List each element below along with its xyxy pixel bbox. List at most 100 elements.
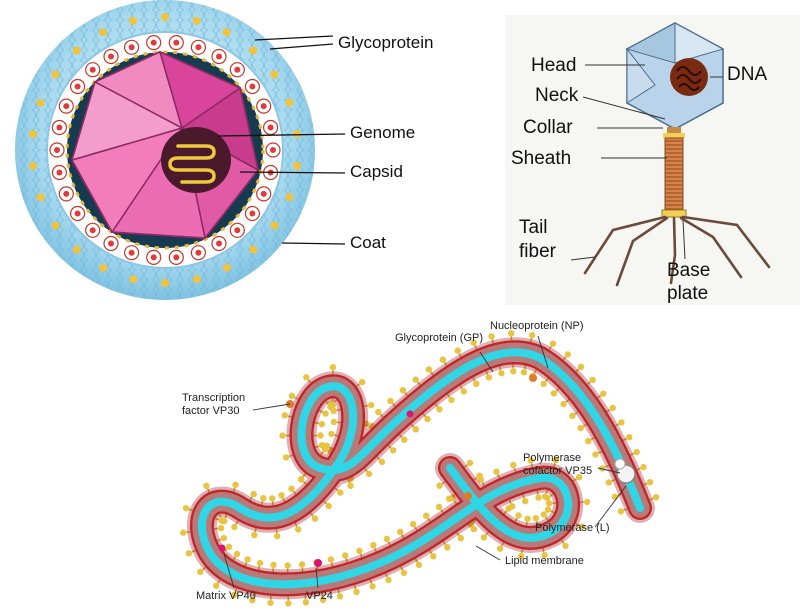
label-lipid-membrane: Lipid membrane — [505, 555, 584, 568]
gp-spike — [413, 376, 419, 382]
gp-spike — [366, 471, 372, 477]
label-base-plate-line2: plate — [667, 283, 708, 305]
gp-spike — [231, 524, 237, 530]
gp-spike — [322, 410, 328, 416]
gp-spike — [295, 526, 301, 532]
surface-spike — [99, 264, 107, 272]
label-nucleoprotein-np: Nucleoprotein (NP) — [490, 320, 584, 333]
surface-spike — [293, 162, 301, 170]
label-tail-fiber-line2: fiber — [519, 241, 556, 263]
label-coat: Coat — [350, 233, 386, 253]
gp-spike — [359, 379, 365, 385]
gp-spike — [221, 535, 227, 541]
gp-spike — [400, 387, 406, 393]
gp-spike — [326, 503, 332, 509]
gp-spike — [546, 500, 552, 506]
surface-spike — [29, 162, 37, 170]
gp-spike — [226, 544, 232, 550]
gp-spike — [232, 482, 238, 488]
vp24-marker — [314, 559, 322, 567]
gp-spike — [493, 469, 499, 475]
gp-spike — [430, 553, 436, 559]
gp-spike — [436, 483, 442, 489]
gp-spike — [397, 529, 403, 535]
surface-spike — [223, 28, 231, 36]
gp-spike — [461, 388, 467, 394]
gp-spike — [524, 516, 530, 522]
gp-spike — [328, 431, 334, 437]
gp-spike — [197, 569, 203, 575]
vp40-marker — [219, 545, 226, 552]
gp-spike — [424, 416, 430, 422]
gp-spike — [278, 492, 284, 498]
label-vp24: VP24 — [306, 590, 333, 603]
gp-spike — [653, 494, 659, 500]
surface-spike — [73, 47, 81, 55]
gp-spike — [436, 406, 442, 412]
gp-spike — [634, 449, 640, 455]
gp-spike — [282, 412, 288, 418]
gp-spike — [416, 562, 422, 568]
gp-spike — [331, 419, 337, 425]
label-glycoprotein: Glycoprotein — [338, 33, 433, 53]
gp-spike — [436, 504, 442, 510]
gp-spike — [251, 532, 257, 538]
gp-spike — [368, 402, 374, 408]
gp-spike — [180, 529, 186, 535]
gp-spike — [337, 489, 343, 495]
surface-spike — [193, 17, 201, 25]
gp-spike — [458, 535, 464, 541]
gp-spike — [330, 364, 336, 370]
ebola-virus-illustration — [150, 318, 710, 608]
gp-spike — [283, 454, 289, 460]
gp-spike — [600, 391, 606, 397]
gp-spike — [497, 546, 503, 552]
surface-spike — [29, 130, 37, 138]
gp-spike — [560, 401, 566, 407]
gp-spike — [410, 521, 416, 527]
gp-spike — [545, 506, 551, 512]
surface-spike — [223, 264, 231, 272]
gp-spike — [288, 486, 294, 492]
gp-spike — [213, 583, 219, 589]
label-polymerase-cofactor-line2: cofactor VP35 — [523, 465, 592, 478]
gp-spike — [551, 390, 557, 396]
label-genome: Genome — [350, 123, 415, 143]
gp-spike — [379, 459, 385, 465]
gp-spike — [640, 464, 646, 470]
label-sheath: Sheath — [511, 148, 571, 170]
gp-spike — [481, 534, 487, 540]
bacteriophage-diagram: Head DNA Neck Collar Sheath Tail fiber B… — [505, 15, 800, 305]
surface-spike — [285, 99, 293, 107]
gp-spike — [298, 476, 304, 482]
label-capsid: Capsid — [350, 162, 403, 182]
gp-spike — [562, 543, 568, 549]
gp-spike — [476, 473, 482, 479]
gp-spike — [384, 536, 390, 542]
gp-spike — [577, 425, 583, 431]
gp-spike — [647, 479, 653, 485]
gp-spike — [413, 426, 419, 432]
label-matrix-vp40: Matrix VP40 — [196, 590, 256, 603]
gp-spike — [328, 556, 334, 562]
gp-spike — [521, 369, 527, 375]
gp-spike — [550, 341, 556, 347]
label-head: Head — [531, 55, 576, 77]
gp-spike — [610, 405, 616, 411]
gp-spike — [467, 460, 473, 466]
gp-spike — [324, 442, 330, 448]
gp-spike — [385, 577, 391, 583]
gp-spike — [347, 483, 353, 489]
gp-spike — [612, 494, 618, 500]
gp-spike — [203, 483, 209, 489]
gp-spike — [535, 494, 541, 500]
surface-spike — [249, 246, 257, 254]
label-polymerase-cofactor-line1: Polymerase — [523, 452, 581, 465]
label-transcription-line2: factor VP30 — [182, 405, 239, 418]
gp-spike — [299, 561, 305, 567]
gp-spike — [473, 381, 479, 387]
gp-spike — [342, 552, 348, 558]
surface-spike — [52, 71, 60, 79]
phage-dna — [670, 58, 708, 96]
surface-spike — [73, 246, 81, 254]
